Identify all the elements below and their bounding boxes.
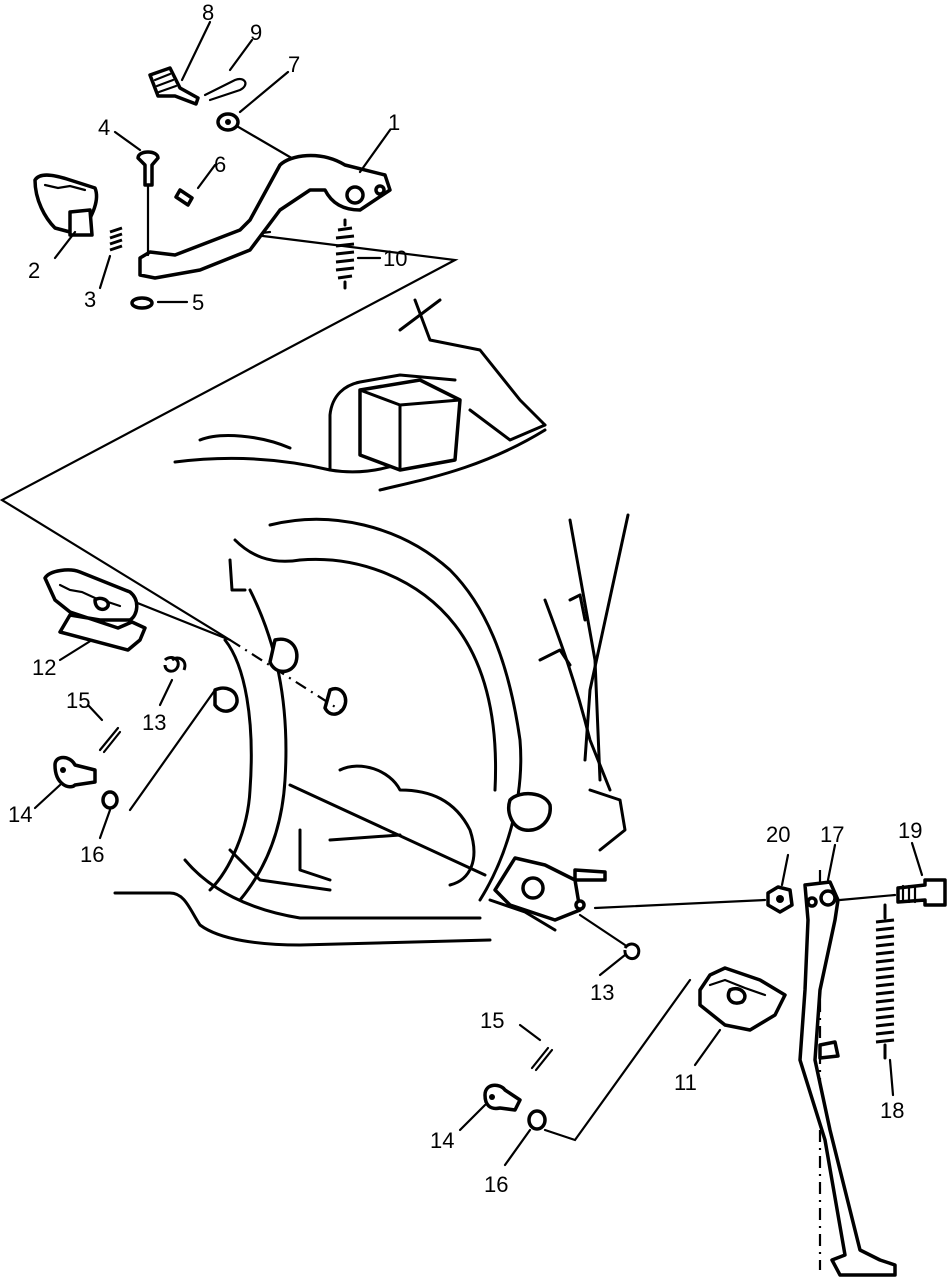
callout-5: 5: [192, 290, 204, 315]
leader-lines: [0, 123, 897, 1270]
spring-3: [109, 226, 123, 252]
sidestand-spring: [875, 903, 895, 1060]
callout-15-right: 15: [480, 1008, 504, 1033]
callout-labels: 1 2 3 4 5 6 7 8 9 10 11 12 13 13 14 14 1…: [8, 0, 922, 1197]
callout-16-right: 16: [484, 1172, 508, 1197]
sidestand-assembly: [766, 878, 947, 1277]
pin-15-right: [530, 1046, 554, 1072]
callout-10: 10: [383, 246, 407, 271]
clevis-pin: [136, 150, 160, 187]
cotter-6: [174, 188, 194, 207]
brake-pedal-assembly: [33, 66, 392, 310]
return-spring: [335, 218, 355, 290]
callout-6: 6: [214, 152, 226, 177]
callout-15-left: 15: [66, 688, 90, 713]
callout-14-left: 14: [8, 802, 32, 827]
callout-1: 1: [388, 110, 400, 135]
callout-3: 3: [84, 287, 96, 312]
clevis-14-left: [53, 755, 97, 789]
callout-19: 19: [898, 818, 922, 843]
cotter-9: [203, 77, 247, 102]
callout-20: 20: [766, 822, 790, 847]
pin-15-left: [98, 726, 120, 752]
washer-5: [130, 296, 154, 310]
callout-2: 2: [28, 258, 40, 283]
right-footpeg-assembly: [483, 942, 787, 1131]
sidestand: [798, 880, 897, 1277]
spring-13-right: [623, 942, 641, 961]
callout-4: 4: [98, 115, 110, 140]
callout-7: 7: [288, 52, 300, 77]
motorcycle-frame: [113, 298, 630, 947]
callout-12: 12: [32, 655, 56, 680]
callout-16-left: 16: [80, 842, 104, 867]
washer-16-left: [101, 790, 119, 810]
callout-11: 11: [674, 1070, 697, 1095]
brake-pedal: [138, 153, 392, 280]
pivot-bolt: [896, 878, 947, 907]
clevis-14-right: [483, 1083, 522, 1112]
callout-13-left: 13: [142, 710, 166, 735]
callout-9: 9: [250, 20, 262, 45]
footpeg-left: [43, 568, 147, 652]
callout-18: 18: [880, 1098, 904, 1123]
left-footpeg-assembly: [43, 568, 187, 810]
callout-17: 17: [820, 822, 844, 847]
callout-ticks: [33, 20, 924, 1167]
spring-13-left: [163, 656, 187, 673]
washer-16-right: [527, 1109, 547, 1131]
callout-8: 8: [202, 0, 214, 25]
callout-14-right: 14: [430, 1128, 454, 1153]
callout-13-right: 13: [590, 980, 614, 1005]
